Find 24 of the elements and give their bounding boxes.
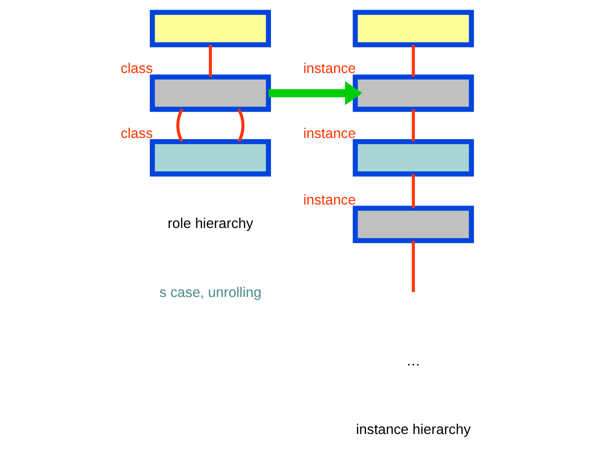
- connector: [412, 240, 415, 292]
- node-label: instance: [303, 124, 356, 141]
- node-label: class: [120, 124, 153, 141]
- node-label: instance: [303, 191, 356, 208]
- connector: [412, 109, 415, 142]
- arrow: [268, 81, 362, 106]
- label: role hierarchy: [168, 215, 254, 232]
- label: s case, unrolling: [159, 284, 262, 300]
- connector: [176, 108, 184, 142]
- connector: [237, 108, 244, 142]
- node-box: [352, 139, 474, 176]
- node-box: [352, 74, 474, 112]
- node-box: [352, 10, 474, 48]
- node-box: [150, 10, 271, 48]
- connector: [412, 174, 415, 208]
- label: instance hierarchy: [356, 421, 471, 438]
- node-label: instance: [303, 60, 356, 76]
- node-box: [150, 74, 271, 112]
- node-box: [150, 139, 271, 176]
- node-box: [352, 206, 474, 244]
- label: …: [406, 352, 420, 368]
- connector: [412, 44, 415, 77]
- connector: [208, 44, 212, 77]
- node-label: class: [120, 60, 153, 76]
